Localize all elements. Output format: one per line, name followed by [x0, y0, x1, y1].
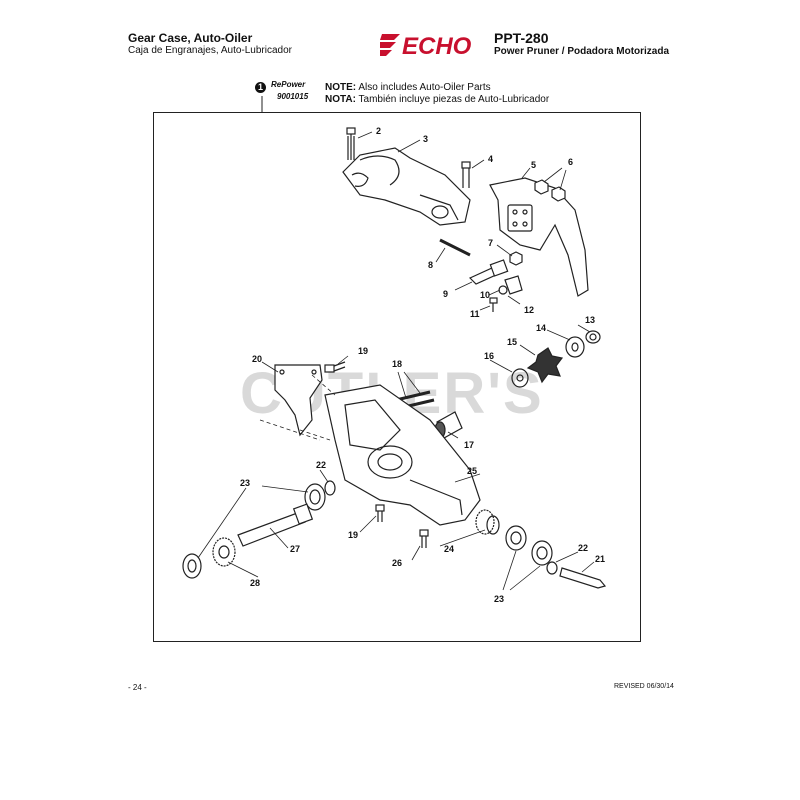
part-plate-20: [274, 364, 323, 437]
part-washer-13: [585, 330, 601, 344]
parts-diagram-frame: [153, 112, 641, 642]
callout-3: 3: [423, 134, 428, 144]
callout-6: 6: [568, 157, 573, 167]
kit-badge-number: 1: [255, 82, 266, 93]
callout-19: 19: [358, 346, 368, 356]
part-bearing-23c: [505, 525, 527, 551]
part-sprocket-15: [526, 347, 564, 384]
header-left: Gear Case, Auto-Oiler Caja de Engranajes…: [128, 31, 292, 57]
header-right: PPT-280 Power Pruner / Podadora Motoriza…: [494, 31, 669, 58]
callout-19: 19: [348, 530, 358, 540]
note-text-en: Also includes Auto-Oiler Parts: [356, 82, 491, 93]
part-guard-plate-5: [489, 177, 589, 297]
part-screw-4: [461, 161, 471, 188]
part-ring-22b: [546, 561, 558, 575]
callout-22: 22: [578, 543, 588, 553]
part-drive-shaft-27: [237, 503, 314, 547]
callout-8: 8: [428, 260, 433, 270]
part-bevel-gear-24: [475, 509, 500, 535]
brand-text: ECHO: [402, 33, 472, 58]
callout-2: 2: [376, 126, 381, 136]
note-line-es: NOTA: También incluye piezas de Auto-Lub…: [325, 94, 549, 106]
callout-9: 9: [443, 289, 448, 299]
note-line-en: NOTE: Also includes Auto-Oiler Parts: [325, 82, 549, 94]
kit-code: 9001015: [277, 92, 309, 101]
part-nuts-6: [534, 179, 566, 202]
callout-26: 26: [392, 558, 402, 568]
part-upper-housing-3: [342, 147, 471, 226]
part-bolt-10: [498, 285, 508, 295]
page-title: Gear Case, Auto-Oiler: [128, 31, 253, 45]
part-screw-26: [419, 529, 429, 548]
callout-16: 16: [484, 351, 494, 361]
part-gear-case-25: [324, 384, 481, 526]
callout-7: 7: [488, 238, 493, 248]
note-text-es: También incluye piezas de Auto-Lubricado…: [355, 94, 550, 105]
page-number: - 24 -: [128, 683, 147, 692]
page-subtitle: Caja de Engranajes, Auto-Lubricador: [128, 45, 292, 56]
part-screw-19a: [324, 361, 346, 373]
part-bracket-12: [504, 275, 523, 295]
part-nut-7: [509, 251, 523, 266]
callout-20: 20: [252, 354, 262, 364]
callout-17: 17: [464, 440, 474, 450]
part-screw-11: [489, 297, 498, 312]
part-bolt-2: [346, 127, 356, 160]
model-number: PPT-280: [494, 30, 549, 46]
note-block: NOTE: Also includes Auto-Oiler Parts NOT…: [325, 82, 549, 106]
callout-4: 4: [488, 154, 493, 164]
echo-logo: ECHO: [380, 30, 490, 60]
callout-25: 25: [467, 466, 477, 476]
echo-logo-icon: ECHO: [380, 33, 472, 60]
callout-14: 14: [536, 323, 546, 333]
callout-28: 28: [250, 578, 260, 588]
callout-24: 24: [444, 544, 454, 554]
callout-13: 13: [585, 315, 595, 325]
part-screw-19b: [375, 504, 385, 522]
callout-18: 18: [392, 359, 402, 369]
callout-10: 10: [480, 290, 490, 300]
note-label-en: NOTE:: [325, 82, 357, 93]
callout-23: 23: [494, 594, 504, 604]
callout-21: 21: [595, 554, 605, 564]
callout-15: 15: [507, 337, 517, 347]
callout-23: 23: [240, 478, 250, 488]
note-label-es: NOTA:: [325, 94, 356, 105]
repower-logo: RePower: [271, 80, 306, 89]
part-disk-14: [565, 336, 585, 358]
callout-27: 27: [290, 544, 300, 554]
callout-22: 22: [316, 460, 326, 470]
part-shaft-9: [468, 259, 509, 285]
model-description: Power Pruner / Podadora Motorizada: [494, 46, 670, 57]
callout-11: 11: [470, 309, 480, 319]
revision-date: REVISED 06/30/14: [614, 683, 674, 690]
part-pin-8: [439, 238, 471, 257]
part-bearing-23b: [182, 553, 202, 579]
part-ring-22a: [324, 480, 336, 496]
callout-12: 12: [524, 305, 534, 315]
part-pin-21: [559, 567, 607, 589]
callout-5: 5: [531, 160, 536, 170]
part-bearing-23a: [304, 483, 326, 511]
part-washer-16: [511, 368, 529, 388]
part-gear-28: [212, 537, 236, 567]
part-bearing-23d: [531, 540, 553, 566]
